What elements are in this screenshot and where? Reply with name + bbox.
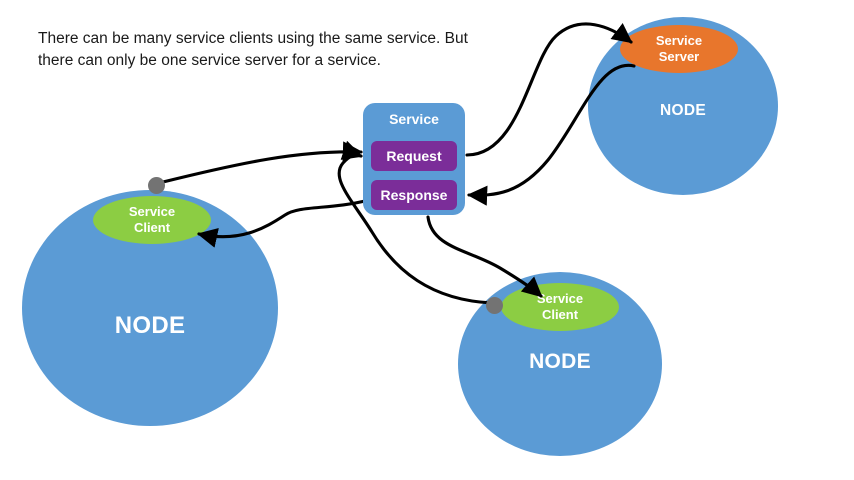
connector-dot-icon — [486, 297, 503, 314]
node-label: NODE — [529, 350, 591, 373]
service-client-line1: Service — [128, 203, 176, 219]
connector-dot-icon — [148, 177, 165, 194]
service-box: Service Request Response — [363, 103, 465, 215]
response-box[interactable]: Response — [371, 180, 457, 210]
service-client-line2: Client — [541, 307, 579, 322]
service-title: Service — [389, 111, 439, 127]
service-server-line1: Service — [655, 32, 703, 48]
service-client-line1: Service — [536, 290, 584, 306]
service-client-line2: Client — [133, 220, 171, 235]
node-label: NODE — [114, 312, 186, 339]
arrow-client-left-to-request — [161, 141, 364, 184]
node-label: NODE — [660, 102, 706, 119]
service-client-bottom[interactable]: Service Client — [501, 283, 619, 331]
service-client-left[interactable]: Service Client — [93, 196, 211, 244]
service-server-line2: Server — [658, 49, 700, 64]
request-box[interactable]: Request — [371, 141, 457, 171]
service-server[interactable]: Service Server — [620, 25, 738, 73]
caption-text: There can be many service clients using … — [38, 30, 468, 70]
